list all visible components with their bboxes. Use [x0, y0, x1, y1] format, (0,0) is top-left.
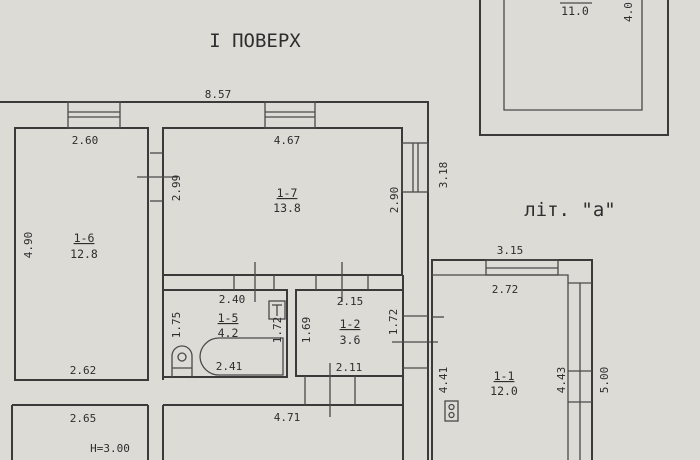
sink-icon: [268, 300, 286, 320]
dim-1-1-top: 2.72: [492, 283, 519, 296]
dim-1-1-right: 4.43: [555, 367, 568, 394]
room-1-7-id: 1-7: [277, 186, 298, 200]
dim-1-2-bottom: 2.11: [336, 361, 363, 374]
room-1-1-area: 12.0: [490, 384, 518, 398]
annex-label: літ. "а": [524, 199, 616, 221]
dim-1-7-top: 4.67: [274, 134, 301, 147]
room-1-5-id: 1-5: [218, 311, 239, 325]
dim-1-1-outer-right: 5.00: [598, 367, 611, 394]
dim-overall-top: 8.57: [205, 88, 232, 101]
room-1-2-area: 3.6: [340, 333, 361, 347]
dim-1-6-side: 4.90: [22, 232, 35, 259]
floor-title: І ПОВЕРХ: [209, 30, 301, 52]
stove-icon: [444, 400, 459, 422]
room-1-6-id: 1-6: [74, 231, 95, 245]
annex-walls: [431, 0, 669, 460]
dim-1-5-left: 1.75: [170, 312, 183, 339]
toilet-icon: [171, 345, 193, 377]
dim-1-1-outer-top: 3.15: [497, 244, 524, 257]
bathtub-icon: [199, 337, 284, 376]
dim-1-2-top: 2.15: [337, 295, 364, 308]
dim-1-2-right: 1.72: [387, 309, 400, 336]
dim-lower-right-top: 4.71: [274, 411, 301, 424]
room-1-2-id: 1-2: [340, 317, 361, 331]
dim-1-2-left: 1.69: [300, 317, 313, 344]
dim-1-1-left: 4.41: [437, 367, 450, 394]
dim-1-7-right: 2.90: [388, 187, 401, 214]
room-1-6-area: 12.8: [70, 247, 98, 261]
dim-1-5-top: 2.40: [219, 293, 246, 306]
bathroom-fixtures: [171, 300, 286, 377]
dim-1-5-right: 1.72: [271, 317, 284, 344]
dim-top-right-side: 4.0: [622, 2, 635, 22]
height-note: H=3.00: [90, 442, 130, 455]
dim-lower-left-top: 2.65: [70, 412, 97, 425]
dim-1-6-bottom: 2.62: [70, 364, 97, 377]
dim-1-6-top: 2.60: [72, 134, 99, 147]
room-1-1-id: 1-1: [494, 369, 515, 383]
room-1-5-area: 4.2: [218, 326, 239, 340]
dim-right-wall: 3.18: [437, 162, 450, 189]
dim-1-7-left: 2.99: [170, 175, 183, 202]
windows-doors: [67, 101, 438, 417]
main-walls: [0, 101, 429, 460]
room-1-7-area: 13.8: [273, 201, 301, 215]
room-top-right-area: 11.0: [561, 4, 589, 18]
dim-1-5-bottom: 2.41: [216, 360, 243, 373]
